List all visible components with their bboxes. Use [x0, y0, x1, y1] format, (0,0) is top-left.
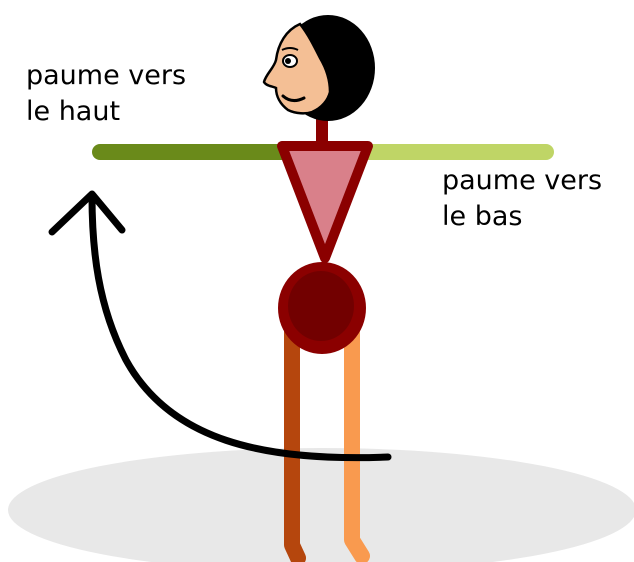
- caption-palm-down: paume vers le bas: [442, 163, 602, 235]
- eyebrow: [281, 47, 299, 51]
- head: [262, 15, 375, 121]
- face: [262, 22, 332, 115]
- right-leg: [344, 322, 370, 562]
- caption-palm-up-line1: paume vers: [26, 60, 187, 91]
- torso: [277, 141, 373, 263]
- caption-palm-up-line2: le haut: [26, 96, 121, 127]
- pupil: [285, 58, 291, 64]
- ground-shadow: [8, 448, 634, 562]
- curved-arrow-icon: [48, 190, 392, 462]
- left-leg: [284, 322, 306, 562]
- mouth: [281, 94, 306, 103]
- arrow-head: [48, 190, 126, 236]
- caption-palm-up: paume vers le haut: [26, 58, 186, 130]
- arrow-curve: [88, 192, 392, 462]
- pelvis-inner: [288, 271, 354, 341]
- caption-palm-down-line2: le bas: [442, 201, 523, 232]
- caption-palm-down-line1: paume vers: [442, 165, 603, 196]
